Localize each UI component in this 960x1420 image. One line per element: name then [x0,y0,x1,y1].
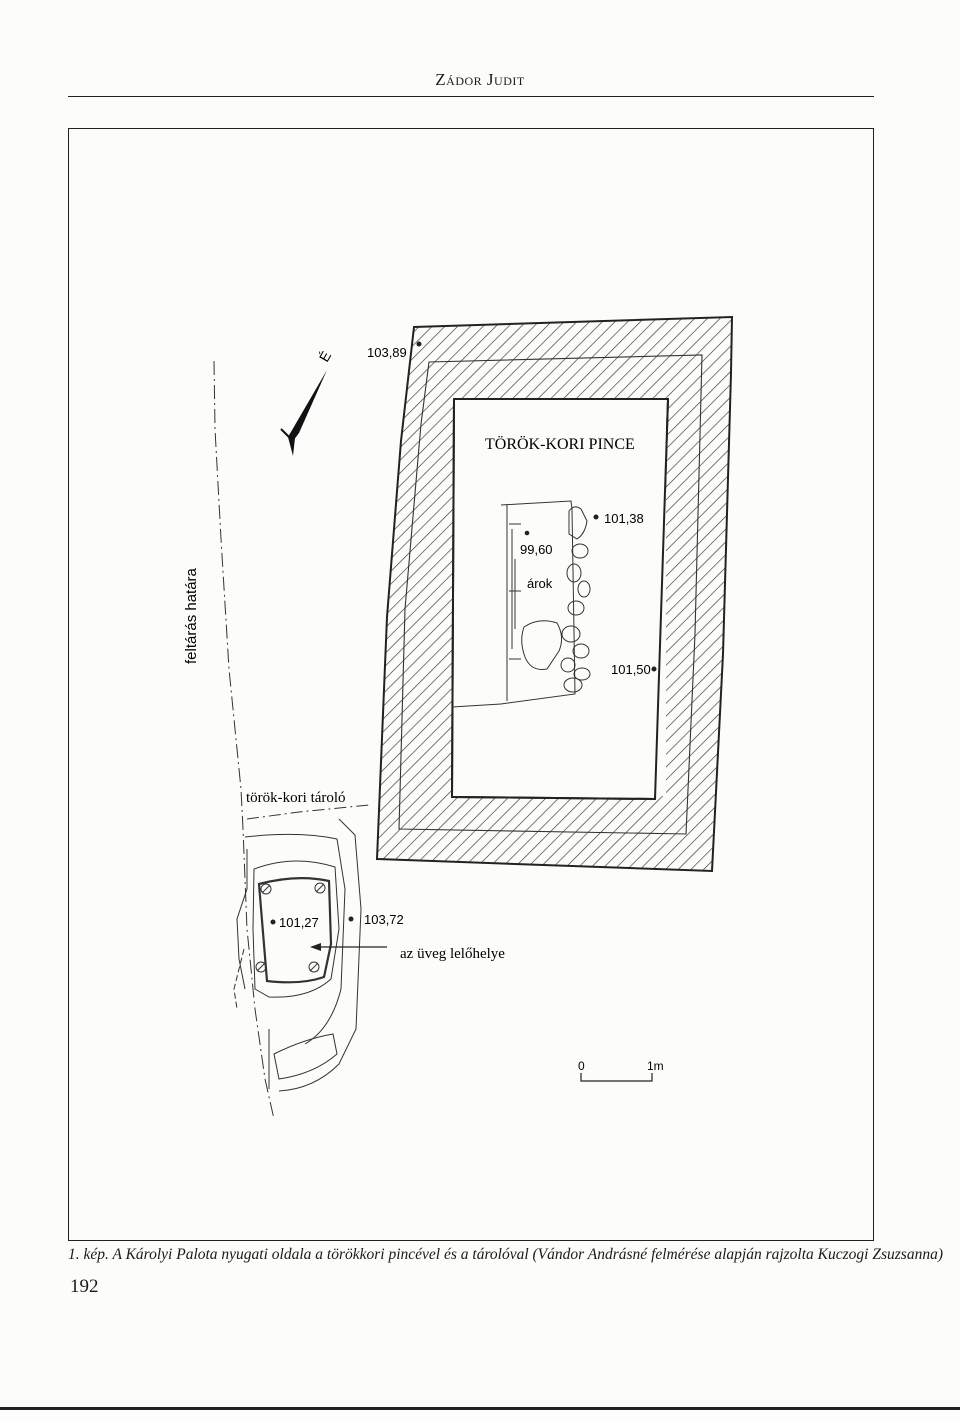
elevation-101-50: 101,50 [611,662,651,677]
cellar-interior-outline [450,398,670,801]
point-103-72 [348,916,354,922]
running-head: Zádor Judit [0,70,960,90]
elevation-103-89: 103,89 [367,345,407,360]
north-mark-label: É [316,348,335,364]
find-label: az üveg lelőhelye [400,946,505,962]
running-head-author-last: Judit [486,70,525,89]
point-101-50 [651,666,657,672]
caption-number: 1. kép. [68,1246,109,1263]
trench-label: árok [527,576,553,591]
figure-frame: É 103,89 TÖRÖK-KORI PINCE 101,38 99,60 á… [68,128,874,1241]
storage-label: török-kori tároló [246,790,346,806]
point-99-60 [524,530,530,536]
point-103-89 [416,341,422,347]
boundary-label: feltárás határa [183,567,200,664]
cellar-interior [456,401,666,796]
scale-bar [580,1073,653,1082]
storage-pit [233,804,370,1092]
figure-caption: 1. kép. A Károlyi Palota nyugati oldala … [68,1246,943,1264]
point-101-27 [270,919,276,925]
scale-label-end: 1m [647,1059,664,1073]
elevation-101-27: 101,27 [279,915,319,930]
excavation-boundary [213,360,275,1120]
header-rule [68,96,874,97]
excavation-plan: É 103,89 TÖRÖK-KORI PINCE 101,38 99,60 á… [183,315,734,1120]
north-arrow-icon [280,370,327,456]
find-location-arrow [310,943,387,951]
point-101-38 [593,514,599,520]
page-number: 192 [70,1276,99,1297]
bottom-edge-rule [0,1407,960,1410]
scale-label-start: 0 [578,1059,585,1073]
caption-text: A Károlyi Palota nyugati oldala a törökk… [112,1246,943,1263]
elevation-101-38: 101,38 [604,511,644,526]
elevation-99-60: 99,60 [520,542,553,557]
elevation-103-72: 103,72 [364,912,404,927]
trench [451,500,591,708]
cellar-title: TÖRÖK-KORI PINCE [485,435,635,453]
running-head-author-first: Zádor [435,70,483,89]
